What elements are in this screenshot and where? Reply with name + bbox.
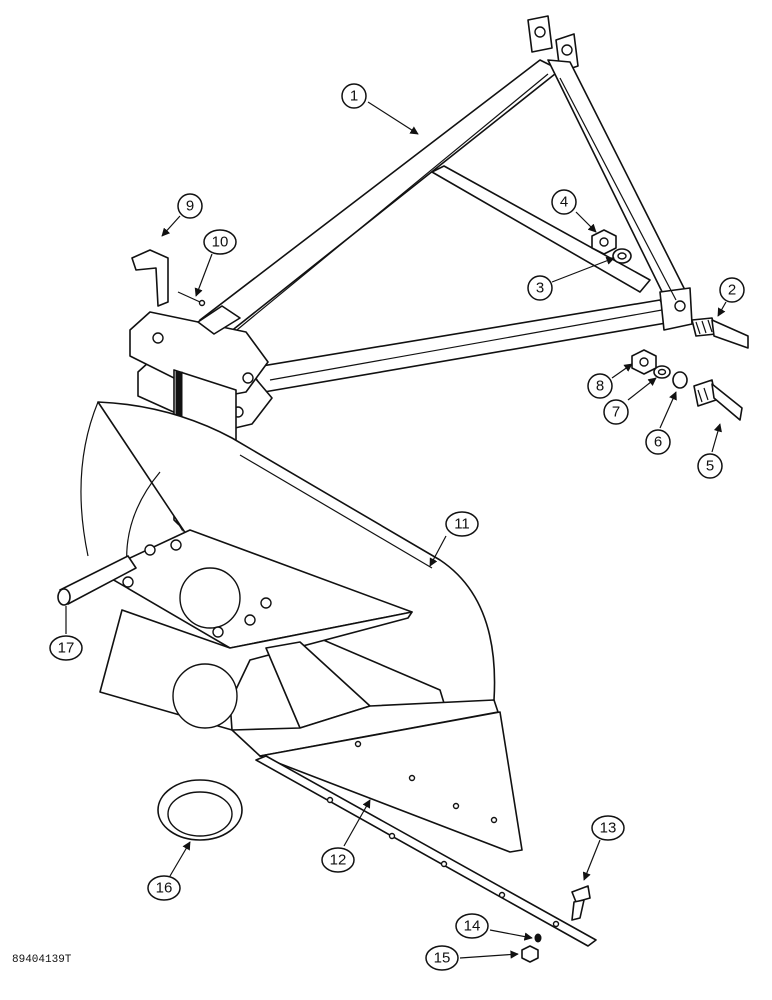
washer-icon — [653, 365, 671, 379]
callouts: 1 2 3 4 5 6 7 8 9 10 11 12 13 14 15 16 1… — [49, 83, 745, 971]
callout-1: 1 — [341, 83, 367, 109]
lock-washer-icon — [534, 933, 542, 943]
callout-11: 11 — [445, 511, 479, 537]
svg-text:15: 15 — [434, 950, 451, 967]
nut-icon — [631, 349, 657, 375]
svg-text:13: 13 — [600, 820, 617, 837]
callout-4: 4 — [551, 189, 577, 215]
svg-text:5: 5 — [706, 458, 714, 475]
callout-5: 5 — [697, 453, 723, 479]
callout-13: 13 — [591, 815, 625, 841]
cotter-pin-icon — [177, 291, 206, 307]
nut-icon — [521, 945, 539, 963]
svg-text:17: 17 — [58, 640, 75, 657]
spacer-icon — [672, 371, 688, 389]
ring-icon — [157, 779, 243, 841]
share — [255, 755, 597, 947]
svg-text:1: 1 — [350, 88, 358, 105]
callout-12: 12 — [321, 847, 355, 873]
svg-text:14: 14 — [464, 918, 481, 935]
bolt-icon — [571, 885, 591, 921]
svg-text:10: 10 — [212, 234, 229, 251]
hardware — [57, 229, 749, 963]
svg-text:9: 9 — [186, 198, 194, 215]
callout-2: 2 — [719, 277, 745, 303]
callout-7: 7 — [603, 399, 629, 425]
svg-text:6: 6 — [654, 434, 662, 451]
pin-icon — [57, 555, 137, 606]
callout-3: 3 — [527, 275, 553, 301]
svg-text:12: 12 — [330, 852, 347, 869]
svg-text:8: 8 — [596, 378, 604, 395]
frog-assembly — [99, 529, 523, 853]
hitch-frame — [199, 15, 693, 393]
callout-6: 6 — [645, 429, 671, 455]
callout-8: 8 — [587, 373, 613, 399]
svg-text:3: 3 — [536, 280, 544, 297]
nut-icon — [591, 229, 617, 255]
callout-9: 9 — [177, 193, 203, 219]
washer-icon — [612, 248, 632, 264]
svg-text:16: 16 — [156, 880, 173, 897]
callout-17: 17 — [49, 635, 83, 661]
leader-lines — [65, 101, 727, 959]
svg-text:4: 4 — [560, 194, 568, 211]
figure-id: 89404139T — [12, 954, 72, 966]
callout-10: 10 — [203, 229, 237, 255]
lynch-pin-icon — [131, 249, 169, 307]
callout-14: 14 — [455, 913, 489, 939]
svg-text:7: 7 — [612, 404, 620, 421]
callout-16: 16 — [147, 875, 181, 901]
svg-text:11: 11 — [454, 516, 470, 533]
svg-text:2: 2 — [728, 282, 736, 299]
hitch-pin-icon — [693, 379, 743, 421]
callout-15: 15 — [425, 945, 459, 971]
hitch-pin-icon — [691, 317, 749, 349]
